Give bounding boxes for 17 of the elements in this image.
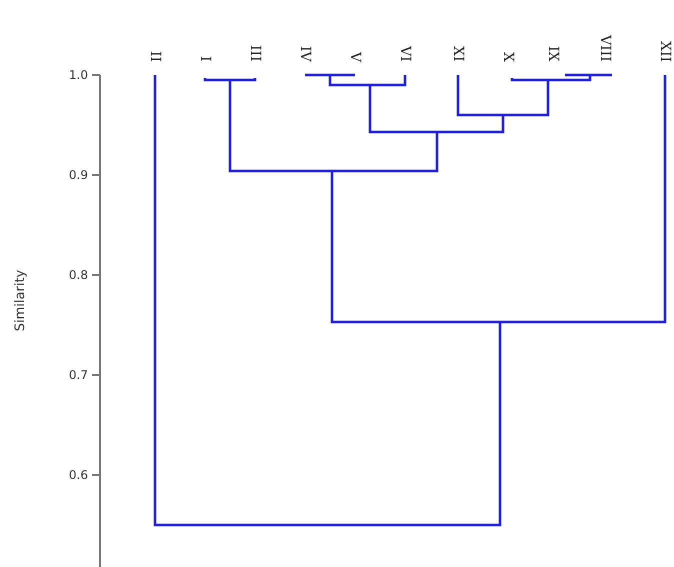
leaf-label: V (347, 52, 363, 62)
leaf-label: XII (657, 41, 673, 62)
leaf-label: II (147, 51, 163, 62)
leaf-label: XI (450, 46, 466, 62)
tick-label: 1.0 (68, 68, 88, 82)
tick-label: 0.6 (68, 468, 88, 482)
tick-label: 0.8 (68, 268, 88, 282)
axis-title: Similarity (12, 269, 28, 331)
tick-label: 0.9 (68, 168, 88, 182)
leaf-label: VIII (597, 35, 613, 62)
leaf-label: IX (545, 46, 561, 62)
tick-label: 0.7 (68, 368, 88, 382)
leaf-label: X (500, 52, 516, 62)
leaf-label: VI (397, 46, 413, 62)
leaf-label: III (247, 45, 263, 62)
leaf-label: I (197, 56, 213, 62)
leaf-label: IV (297, 46, 313, 62)
